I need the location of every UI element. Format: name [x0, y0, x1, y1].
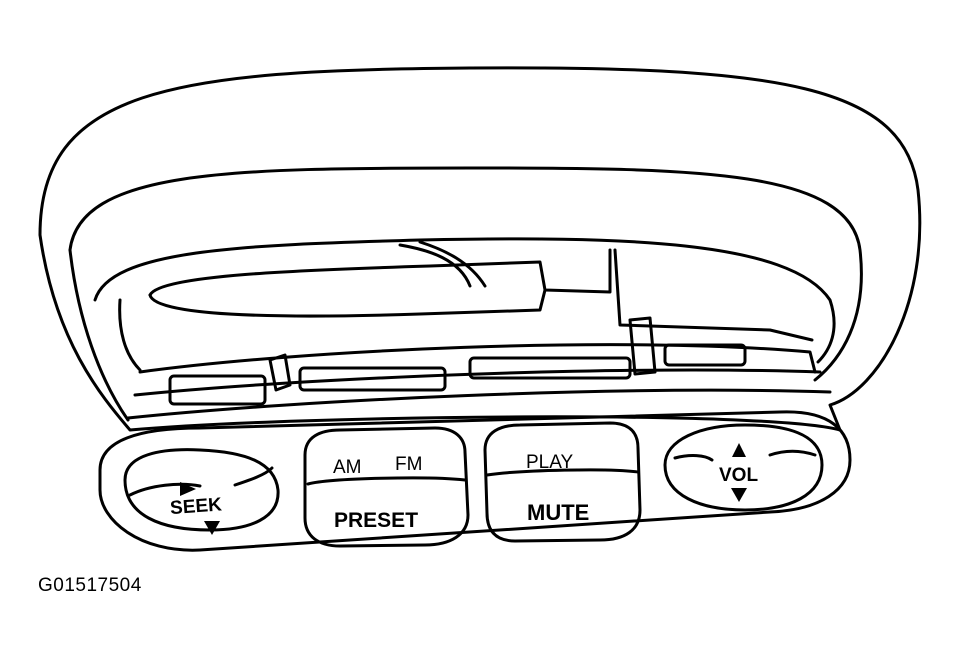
seek-right-arrow-icon [180, 482, 196, 496]
internal-wire-2 [418, 240, 487, 288]
figure-id-label: G01517504 [38, 575, 142, 596]
vol-button-outline [663, 423, 824, 512]
internal-wire-1 [398, 243, 472, 288]
mounting-strip-mid [133, 368, 822, 397]
console-housing-inner-rim-2 [93, 237, 836, 364]
vol-label: VOL [719, 465, 758, 486]
faceplate [98, 410, 852, 552]
mute-label: MUTE [527, 500, 589, 525]
vol-down-arrow-icon [731, 488, 747, 502]
strip-clip-2 [628, 316, 657, 376]
am-fm-preset-button-outline [303, 426, 470, 548]
console-housing-inner-rim [68, 166, 863, 382]
strip-slot-4 [663, 343, 747, 367]
strip-slot-3 [468, 356, 632, 380]
seek-button-crease-2 [233, 466, 274, 487]
internal-left-support [118, 298, 142, 372]
play-label: PLAY [526, 452, 574, 473]
console-housing-outer [38, 66, 922, 432]
am-label: AM [333, 457, 362, 478]
vol-button-crease-2 [768, 449, 817, 457]
seek-down-arrow-icon [204, 521, 220, 535]
play-mute-button-outline [483, 421, 642, 543]
internal-lens [148, 288, 547, 318]
strip-slot-2 [298, 366, 447, 392]
seek-button-outline [123, 448, 280, 532]
internal-plate [613, 248, 814, 342]
preset-label: PRESET [334, 509, 418, 532]
strip-clip-1 [268, 353, 292, 392]
strip-slot-1 [168, 374, 267, 406]
console-housing-inner-left [68, 248, 130, 422]
am-fm-divider [306, 476, 467, 486]
seek-button-crease [128, 482, 202, 497]
vol-up-arrow-icon [732, 443, 746, 457]
vol-button-crease [673, 454, 714, 462]
mounting-strip-bottom [126, 388, 832, 420]
seek-label: SEEK [169, 494, 222, 519]
internal-bracket [148, 248, 612, 297]
play-mute-divider [485, 468, 640, 477]
fm-label: FM [395, 454, 422, 475]
